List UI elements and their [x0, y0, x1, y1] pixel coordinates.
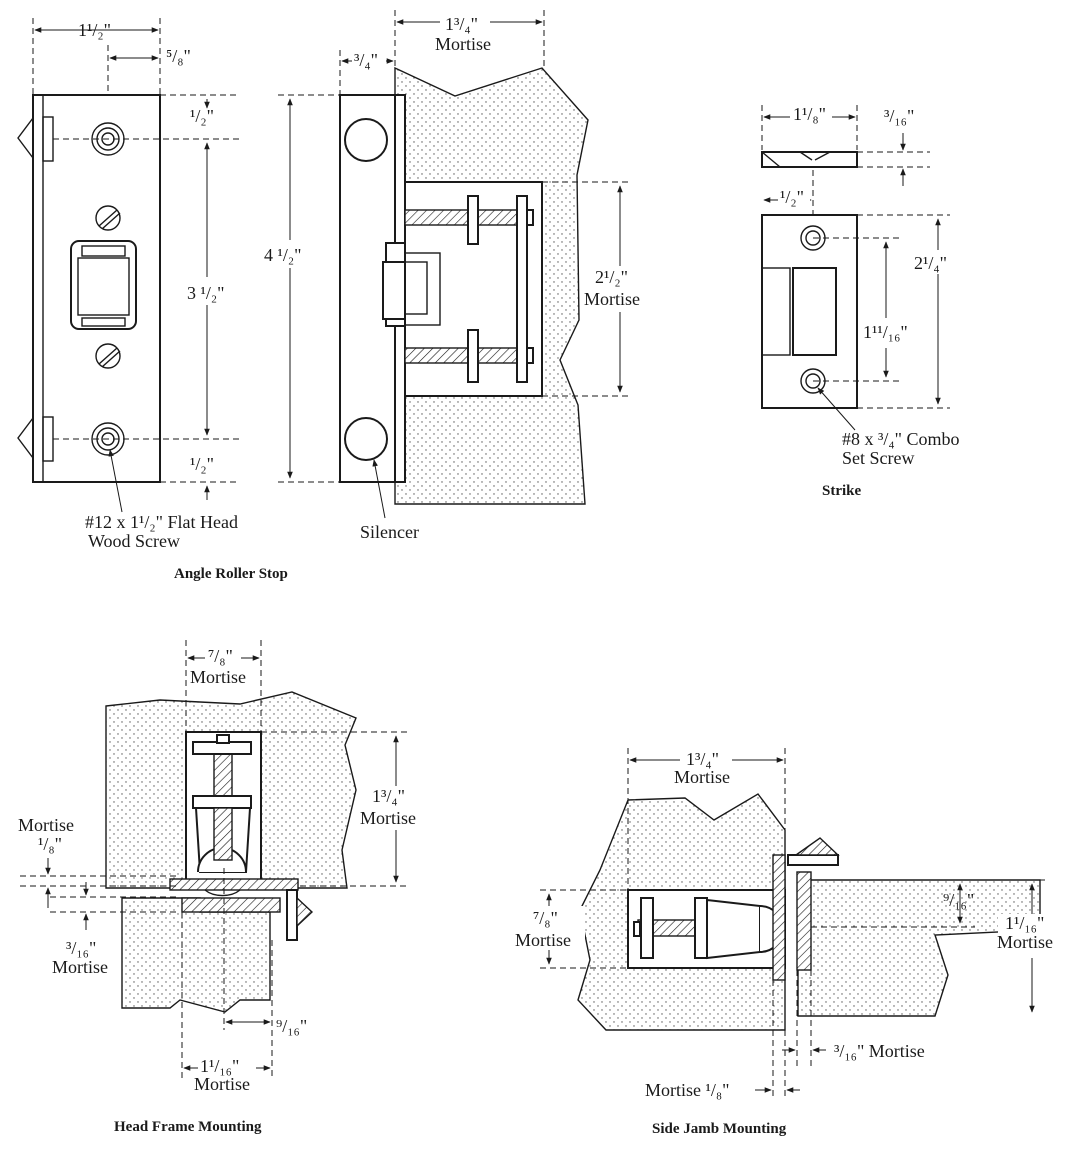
screw-callout-line1: #12 x 1¹/₂" Flat Head: [85, 512, 238, 532]
sj-dim-3-16-mortise: ³/₁₆" Mortise: [834, 1041, 925, 1061]
hf-dim-1-1-16: 1¹/₁₆": [200, 1056, 239, 1076]
dim-5-8: ⁵/₈": [166, 46, 191, 66]
strike-view: 1¹/₈" ³/₁₆" ¹/₂" 1¹¹/₁₆" 2¹/₄": [761, 103, 962, 468]
hf-dim-7-8: ⁷/₈": [208, 646, 233, 666]
hf-mortise-right-label: Mortise: [360, 808, 416, 828]
dim-3-4: ³/₄": [354, 50, 378, 70]
strike-callout-line1: #8 x ³/₄" Combo: [842, 429, 960, 449]
hf-dim-1-8: ¹/₈": [38, 834, 62, 854]
caption-strike: Strike: [822, 483, 862, 499]
strike-dim-1-2: ¹/₂": [780, 187, 804, 207]
sj-dim-9-16: ⁹/₁₆": [943, 890, 974, 910]
dim-1-3-4-top: 1³/₄": [445, 14, 478, 34]
hf-mortise-left-label: Mortise: [18, 815, 74, 835]
dim-2-1-2: 2¹/₂": [595, 267, 628, 287]
sj-dim-1-3-4: 1³/₄": [686, 749, 719, 769]
sj-dim-1-1-16: 1¹/₁₆": [1005, 913, 1044, 933]
sj-mortise-top-label: Mortise: [674, 767, 730, 787]
sj-mortise-1-8-label: Mortise ¹/₈": [645, 1080, 730, 1100]
hf-mortise-lower-label: Mortise: [52, 957, 108, 977]
mortise-mid-label: Mortise: [584, 289, 640, 309]
screw-callout-line2: Wood Screw: [88, 531, 180, 551]
side-jamb-mounting-view: 1³/₄" Mortise ⁹/₁₆" 1¹/₁₆" Mortise ⁷/₈" …: [515, 746, 1068, 1100]
sj-mortise-left-label: Mortise: [515, 930, 571, 950]
hf-dim-9-16: ⁹/₁₆": [276, 1016, 307, 1036]
head-frame-mounting-view: ⁷/₈" Mortise 1³/₄" Mortise Mortise ¹/₈" …: [18, 640, 430, 1094]
strike-dim-1-11-16: 1¹¹/₁₆": [863, 322, 908, 342]
roller-stop-front-view: 1¹/₂" ⁵/₈": [17, 18, 240, 551]
caption-head-frame-mounting: Head Frame Mounting: [114, 1119, 262, 1135]
strike-dim-2-1-4: 2¹/₄": [914, 253, 947, 273]
hf-dim-1-3-4: 1³/₄": [372, 786, 405, 806]
hf-mortise-bottom-label: Mortise: [194, 1074, 250, 1094]
caption-side-jamb-mounting: Side Jamb Mounting: [652, 1121, 787, 1137]
sj-mortise-right-label: Mortise: [997, 932, 1053, 952]
hf-dim-3-16: ³/₁₆": [66, 938, 96, 958]
hf-mortise-top-label: Mortise: [190, 667, 246, 687]
strike-dim-3-16: ³/₁₆": [884, 106, 914, 126]
mortise-top-label: Mortise: [435, 34, 491, 54]
strike-callout-line2: Set Screw: [842, 448, 914, 468]
dim-1-2-top: ¹/₂": [190, 106, 214, 126]
sj-dim-7-8: ⁷/₈": [533, 908, 558, 928]
dim-1-2-bottom: ¹/₂": [190, 454, 214, 474]
strike-dim-1-1-8: 1¹/₈": [793, 104, 826, 124]
dim-1-1-2: 1¹/₂": [78, 20, 111, 40]
roller-stop-side-view: 4 ¹/₂" 1³/₄" Mortise ³/₄": [262, 10, 655, 542]
silencer-label: Silencer: [360, 522, 419, 542]
dim-4-1-2: 4 ¹/₂": [264, 245, 302, 265]
caption-angle-roller-stop: Angle Roller Stop: [174, 566, 288, 582]
dim-3-1-2: 3 ¹/₂": [187, 283, 225, 303]
